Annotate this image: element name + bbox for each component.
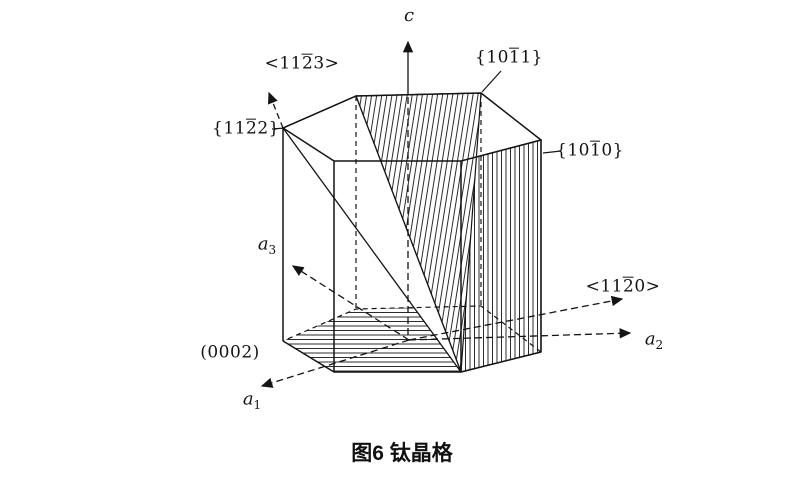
label-a3-axis: a3 xyxy=(257,233,277,258)
leader-1011 xyxy=(481,70,502,93)
direction-1120-arrow xyxy=(408,295,624,341)
leader-1010 xyxy=(542,150,562,154)
a1-axis xyxy=(260,339,410,388)
label-leaders xyxy=(271,70,562,154)
label-plane-1010: {1010} xyxy=(556,140,624,161)
hidden-edges xyxy=(282,93,542,353)
label-a2-axis: a2 xyxy=(644,328,664,353)
direction-1123-arrow xyxy=(268,91,284,129)
a3-axis xyxy=(291,265,410,341)
label-direction-1120: <1120> xyxy=(585,276,661,297)
label-plane-1011: {1011} xyxy=(475,47,543,68)
a2-axis xyxy=(408,328,632,341)
label-c-axis: c xyxy=(403,5,415,27)
label-direction-1123: <1123> xyxy=(264,53,340,74)
crystal-axes xyxy=(260,40,632,388)
label-plane-1122: {1122} xyxy=(212,118,280,139)
leader-1122 xyxy=(271,127,286,130)
label-plane-0002: (0002) xyxy=(200,342,260,363)
label-a1-axis: a1 xyxy=(242,388,262,413)
cell-edges xyxy=(282,92,542,373)
figure-caption: 图6 钛晶格 xyxy=(351,442,453,465)
